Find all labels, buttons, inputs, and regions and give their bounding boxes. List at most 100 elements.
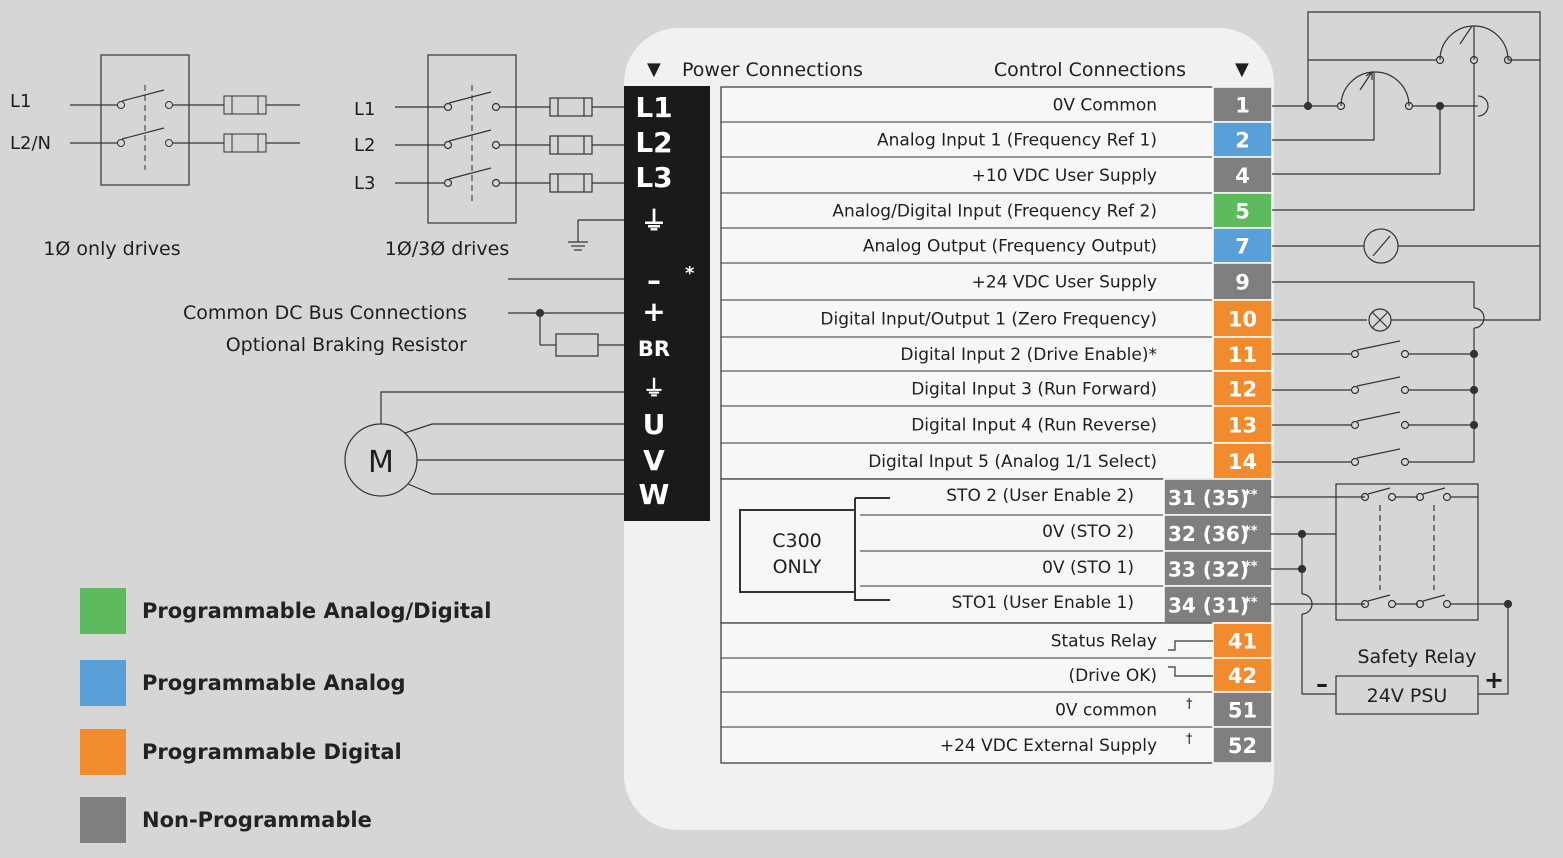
terminal-num-10: 10	[1228, 308, 1257, 332]
dagger-mark-51: †	[1186, 697, 1193, 712]
terminal-num-12: 12	[1228, 378, 1257, 402]
legend-swatch	[80, 660, 126, 706]
sto-sup-1: **	[1244, 524, 1258, 539]
terminal-num-7: 7	[1235, 235, 1250, 259]
control-label-13: Digital Input 4 (Run Reverse)	[911, 416, 1157, 436]
terminal-num-14: 14	[1228, 450, 1257, 474]
sto-num-1: 32 (36)	[1168, 522, 1249, 546]
sto-swatch-2	[1163, 550, 1273, 587]
terminal-swatch-52	[1212, 726, 1273, 764]
label-l3-three: L3	[354, 173, 375, 194]
terminal-num-2: 2	[1235, 129, 1250, 153]
control-label-42: (Drive OK)	[1068, 666, 1157, 686]
braking-resistor-label: Optional Braking Resistor	[226, 334, 467, 356]
legend-analog-digital: Programmable Analog/Digital	[80, 588, 491, 634]
terminal-swatch-42	[1212, 657, 1273, 693]
sto-sup-0: **	[1244, 488, 1258, 503]
power-terminal-2: L3	[635, 161, 672, 194]
psu-minus: –	[1316, 670, 1328, 698]
label-l1-three: L1	[354, 99, 375, 120]
legend-swatch	[80, 729, 126, 775]
control-label-5: Analog/Digital Input (Frequency Ref 2)	[832, 202, 1157, 222]
control-label-12: Digital Input 3 (Run Forward)	[911, 380, 1157, 400]
sto-label-1: 0V (STO 2)	[1042, 522, 1134, 542]
terminal-swatch-12	[1212, 370, 1273, 407]
legend-swatch	[80, 588, 126, 634]
power-connections-header: Power Connections	[682, 59, 863, 81]
label-l2-three: L2	[354, 135, 375, 156]
safety-relay-label: Safety Relay	[1357, 646, 1476, 668]
motor-wiring	[344, 391, 624, 497]
c300-label: C300	[772, 530, 822, 552]
power-terminal-4: –	[647, 264, 661, 297]
control-label-7: Analog Output (Frequency Output)	[863, 237, 1157, 257]
terminal-swatch-11	[1212, 336, 1273, 372]
terminal-num-4: 4	[1235, 164, 1250, 188]
terminal-num-13: 13	[1228, 414, 1257, 438]
control-connections-header: Control Connections	[994, 59, 1186, 81]
terminal-num-1: 1	[1235, 94, 1250, 118]
three-phase-caption: 1Ø/3Ø drives	[385, 238, 510, 260]
control-label-10: Digital Input/Output 1 (Zero Frequency)	[820, 310, 1157, 330]
power-terminal-block	[624, 86, 710, 521]
control-label-1: 0V Common	[1053, 96, 1157, 116]
power-terminal-6: BR	[638, 337, 670, 361]
power-terminal-8: U	[643, 408, 666, 441]
power-asterisk: *	[685, 263, 695, 284]
sto-swatch-1	[1163, 514, 1273, 552]
legend-analog: Programmable Analog	[80, 660, 405, 706]
legend-non-programmable: Non-Programmable	[80, 797, 372, 843]
label-l2n-single: L2/N	[10, 133, 51, 154]
control-label-11: Digital Input 2 (Drive Enable)*	[900, 345, 1157, 365]
dagger-mark-52: †	[1186, 732, 1193, 747]
label-l1-single: L1	[10, 91, 31, 112]
single-phase-caption: 1Ø only drives	[43, 238, 180, 260]
psu-plus: +	[1484, 666, 1504, 694]
legend-digital: Programmable Digital	[80, 729, 402, 775]
control-label-2: Analog Input 1 (Frequency Ref 1)	[877, 131, 1157, 151]
sto-num-0: 31 (35)	[1168, 486, 1249, 510]
control-label-9: +24 VDC User Supply	[972, 273, 1157, 293]
terminal-num-42: 42	[1228, 664, 1257, 688]
psu-label: 24V PSU	[1367, 685, 1448, 707]
sto-label-0: STO 2 (User Enable 2)	[946, 486, 1134, 506]
legend-label: Non-Programmable	[142, 808, 372, 832]
supply-ground-icon	[568, 219, 624, 251]
terminal-swatch-4	[1212, 156, 1273, 194]
sto-num-3: 34 (31)	[1168, 594, 1249, 618]
legend-label: Programmable Analog	[142, 671, 406, 695]
control-label-14: Digital Input 5 (Analog 1/1 Select)	[868, 452, 1157, 472]
single-phase-supply: L1 L2/N 1Ø only drives	[10, 54, 300, 260]
terminal-swatch-1	[1212, 86, 1273, 123]
terminal-swatch-7	[1212, 227, 1273, 264]
dc-bus-label: Common DC Bus Connections	[183, 302, 467, 324]
terminal-num-11: 11	[1228, 343, 1257, 367]
power-terminal-7: ⏚	[643, 377, 665, 402]
sto-label-3: STO1 (User Enable 1)	[952, 593, 1134, 613]
sto-swatch-0	[1163, 478, 1273, 516]
legend-label: Programmable Analog/Digital	[142, 599, 492, 623]
control-triangle-icon: ▼	[1235, 59, 1249, 80]
three-phase-supply: L1 L2 L3 1Ø/3Ø drives	[354, 54, 624, 260]
terminal-num-51: 51	[1228, 699, 1257, 723]
terminal-swatch-14	[1212, 442, 1273, 480]
terminal-swatch-10	[1212, 299, 1273, 338]
dc-bus-wiring	[508, 278, 624, 357]
only-label: ONLY	[773, 556, 822, 578]
control-label-41: Status Relay	[1051, 632, 1157, 652]
control-field-wiring	[1270, 11, 1541, 715]
legend-swatch	[80, 797, 126, 843]
legend-label: Programmable Digital	[142, 740, 402, 764]
terminal-num-52: 52	[1228, 734, 1257, 758]
control-label-51: 0V common	[1055, 701, 1157, 721]
sto-num-2: 33 (32)	[1168, 558, 1249, 582]
sto-sup-2: **	[1244, 560, 1258, 575]
terminal-num-9: 9	[1235, 271, 1250, 295]
power-terminal-10: W	[639, 478, 670, 511]
power-terminal-1: L2	[635, 126, 672, 159]
motor-label: M	[368, 445, 394, 480]
power-terminal-0: L1	[635, 91, 672, 124]
